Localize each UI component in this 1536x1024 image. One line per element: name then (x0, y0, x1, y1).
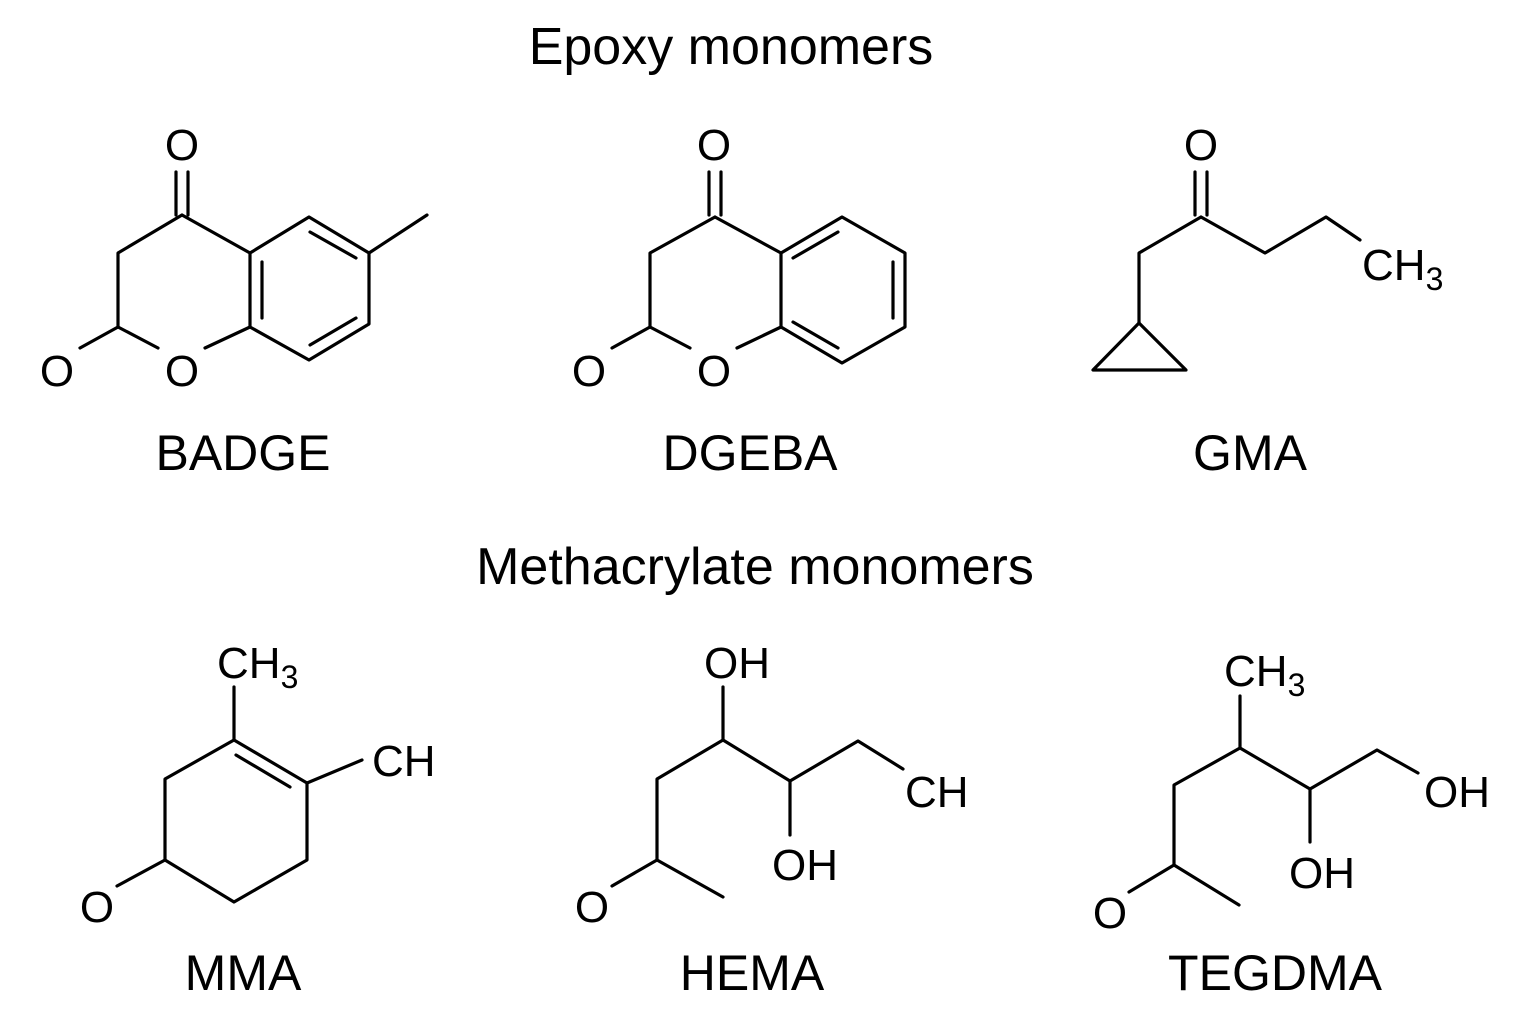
atom-o: O (572, 347, 606, 396)
hema-structure: OH OH CH O HEMA (575, 639, 969, 1001)
mma-bonds (115, 685, 364, 904)
gma-bonds (1091, 170, 1362, 372)
atom-o: O (165, 121, 199, 170)
atom-o: O (80, 883, 114, 932)
mma-structure: CH3 CH O MMA (80, 639, 436, 1001)
hema-bonds (610, 685, 905, 899)
gma-structure: O CH3 GMA (1091, 121, 1443, 481)
atom-ch: CH (372, 737, 436, 786)
atom-o: O (697, 121, 731, 170)
badge-bonds (78, 170, 429, 362)
tegdma-structure: CH3 OH OH O TEGDMA (1093, 647, 1490, 1001)
atom-ch: CH (905, 768, 969, 817)
atom-oh: OH (704, 639, 770, 688)
atom-ch3: CH3 (217, 639, 298, 695)
atom-o: O (575, 883, 609, 932)
atom-ch3: CH3 (1224, 647, 1305, 703)
molecule-name: GMA (1193, 425, 1308, 481)
atom-oh: OH (1289, 849, 1355, 898)
atom-oh: OH (1424, 768, 1490, 817)
methacrylate-section-title: Methacrylate monomers (476, 538, 1034, 596)
tegdma-bonds (1127, 694, 1420, 907)
molecule-name: MMA (185, 945, 302, 1001)
molecule-name: TEGDMA (1168, 945, 1383, 1001)
atom-ch3: CH3 (1362, 241, 1443, 297)
atom-o: O (165, 347, 199, 396)
atom-o: O (1093, 889, 1127, 938)
dgeba-bonds (610, 170, 907, 365)
molecule-name: BADGE (155, 425, 330, 481)
epoxy-section-title: Epoxy monomers (529, 18, 934, 76)
atom-oh: OH (772, 841, 838, 890)
molecule-name: HEMA (680, 945, 825, 1001)
atom-o: O (1184, 121, 1218, 170)
atom-o: O (697, 347, 731, 396)
badge-structure: O O O BADGE (40, 121, 429, 481)
molecule-name: DGEBA (662, 425, 838, 481)
dgeba-structure: O O O DGEBA (572, 121, 907, 481)
atom-o: O (40, 347, 74, 396)
